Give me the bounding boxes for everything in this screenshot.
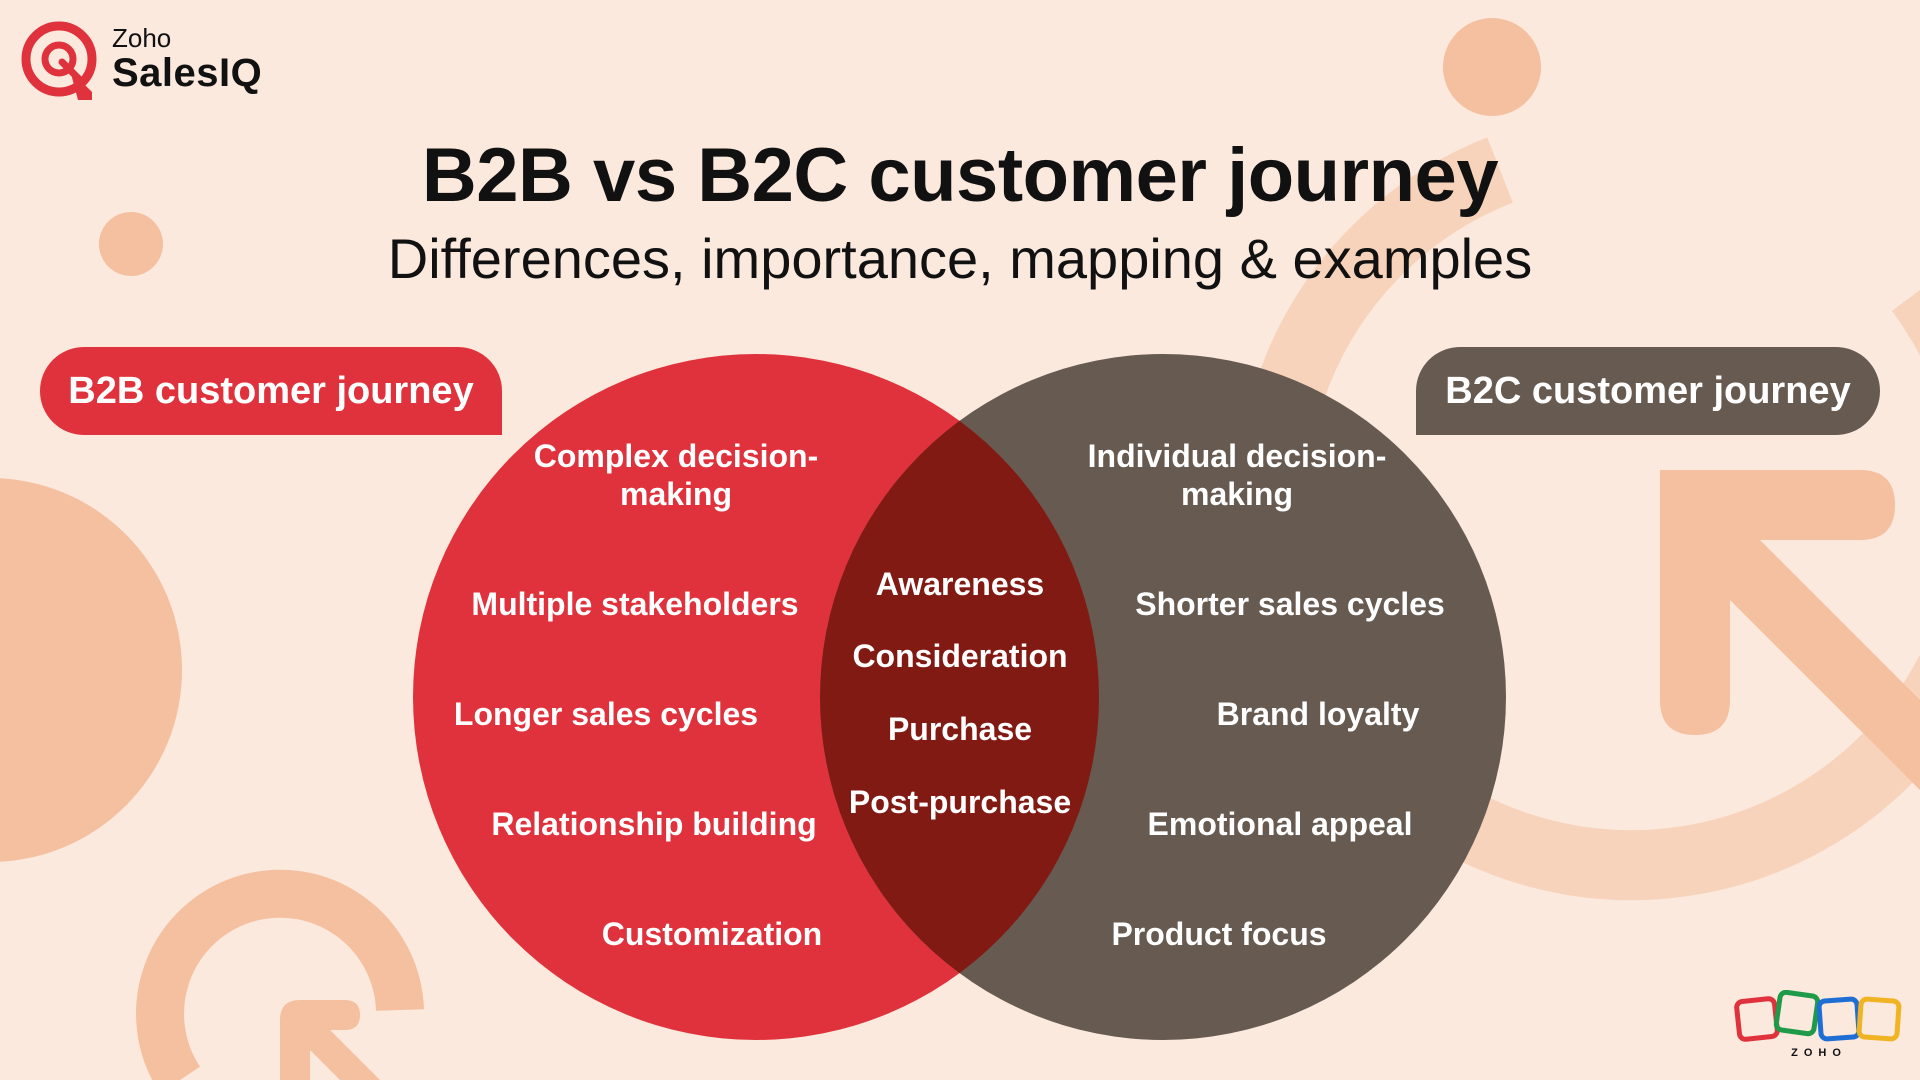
b2b-heading-pill: B2B customer journey [40, 347, 502, 435]
overlap-region [820, 354, 1099, 1040]
zoho-logo: ZOHO [1734, 990, 1902, 1059]
shared-stage: Awareness [875, 566, 1045, 602]
logo-product-text: SalesIQ [112, 51, 263, 95]
b2b-item: Complex decision-making [533, 438, 819, 513]
b2c-item: Brand loyalty [1216, 696, 1420, 732]
deco-ring-bottom-left [136, 869, 424, 1080]
b2c-item: Emotional appeal [1147, 806, 1413, 842]
logo-zoho-text: Zoho [112, 23, 172, 53]
deco-ring-right [1236, 137, 1920, 901]
shared-stage: Consideration [852, 638, 1068, 674]
b2c-item: Product focus [1111, 916, 1327, 952]
b2b-item: Relationship building [491, 806, 817, 842]
b2c-heading-pill: B2C customer journey [1416, 347, 1880, 435]
shared-stage: Purchase [887, 711, 1033, 747]
deco-arrow-bottom-left [280, 1000, 380, 1080]
deco-circle-small-left [99, 212, 163, 276]
b2b-item: Longer sales cycles [453, 696, 759, 732]
zoho-logo-text: ZOHO [1791, 1047, 1847, 1059]
deco-half-circle-left [0, 478, 182, 862]
page-title: B2B vs B2C customer journey [421, 133, 1499, 218]
page-subtitle: Differences, importance, mapping & examp… [387, 227, 1533, 290]
b2b-item: Multiple stakeholders [471, 586, 799, 622]
b2b-item: Customization [601, 916, 823, 952]
b2c-item: Shorter sales cycles [1135, 586, 1445, 622]
b2c-item: Individual decision-making [1087, 438, 1387, 513]
salesiq-logo: Zoho SalesIQ [18, 18, 262, 100]
salesiq-logo-icon [21, 21, 97, 100]
deco-circle-top-right [1443, 18, 1541, 116]
deco-arrow-right [1660, 470, 1920, 790]
shared-stage: Post-purchase [848, 784, 1072, 820]
